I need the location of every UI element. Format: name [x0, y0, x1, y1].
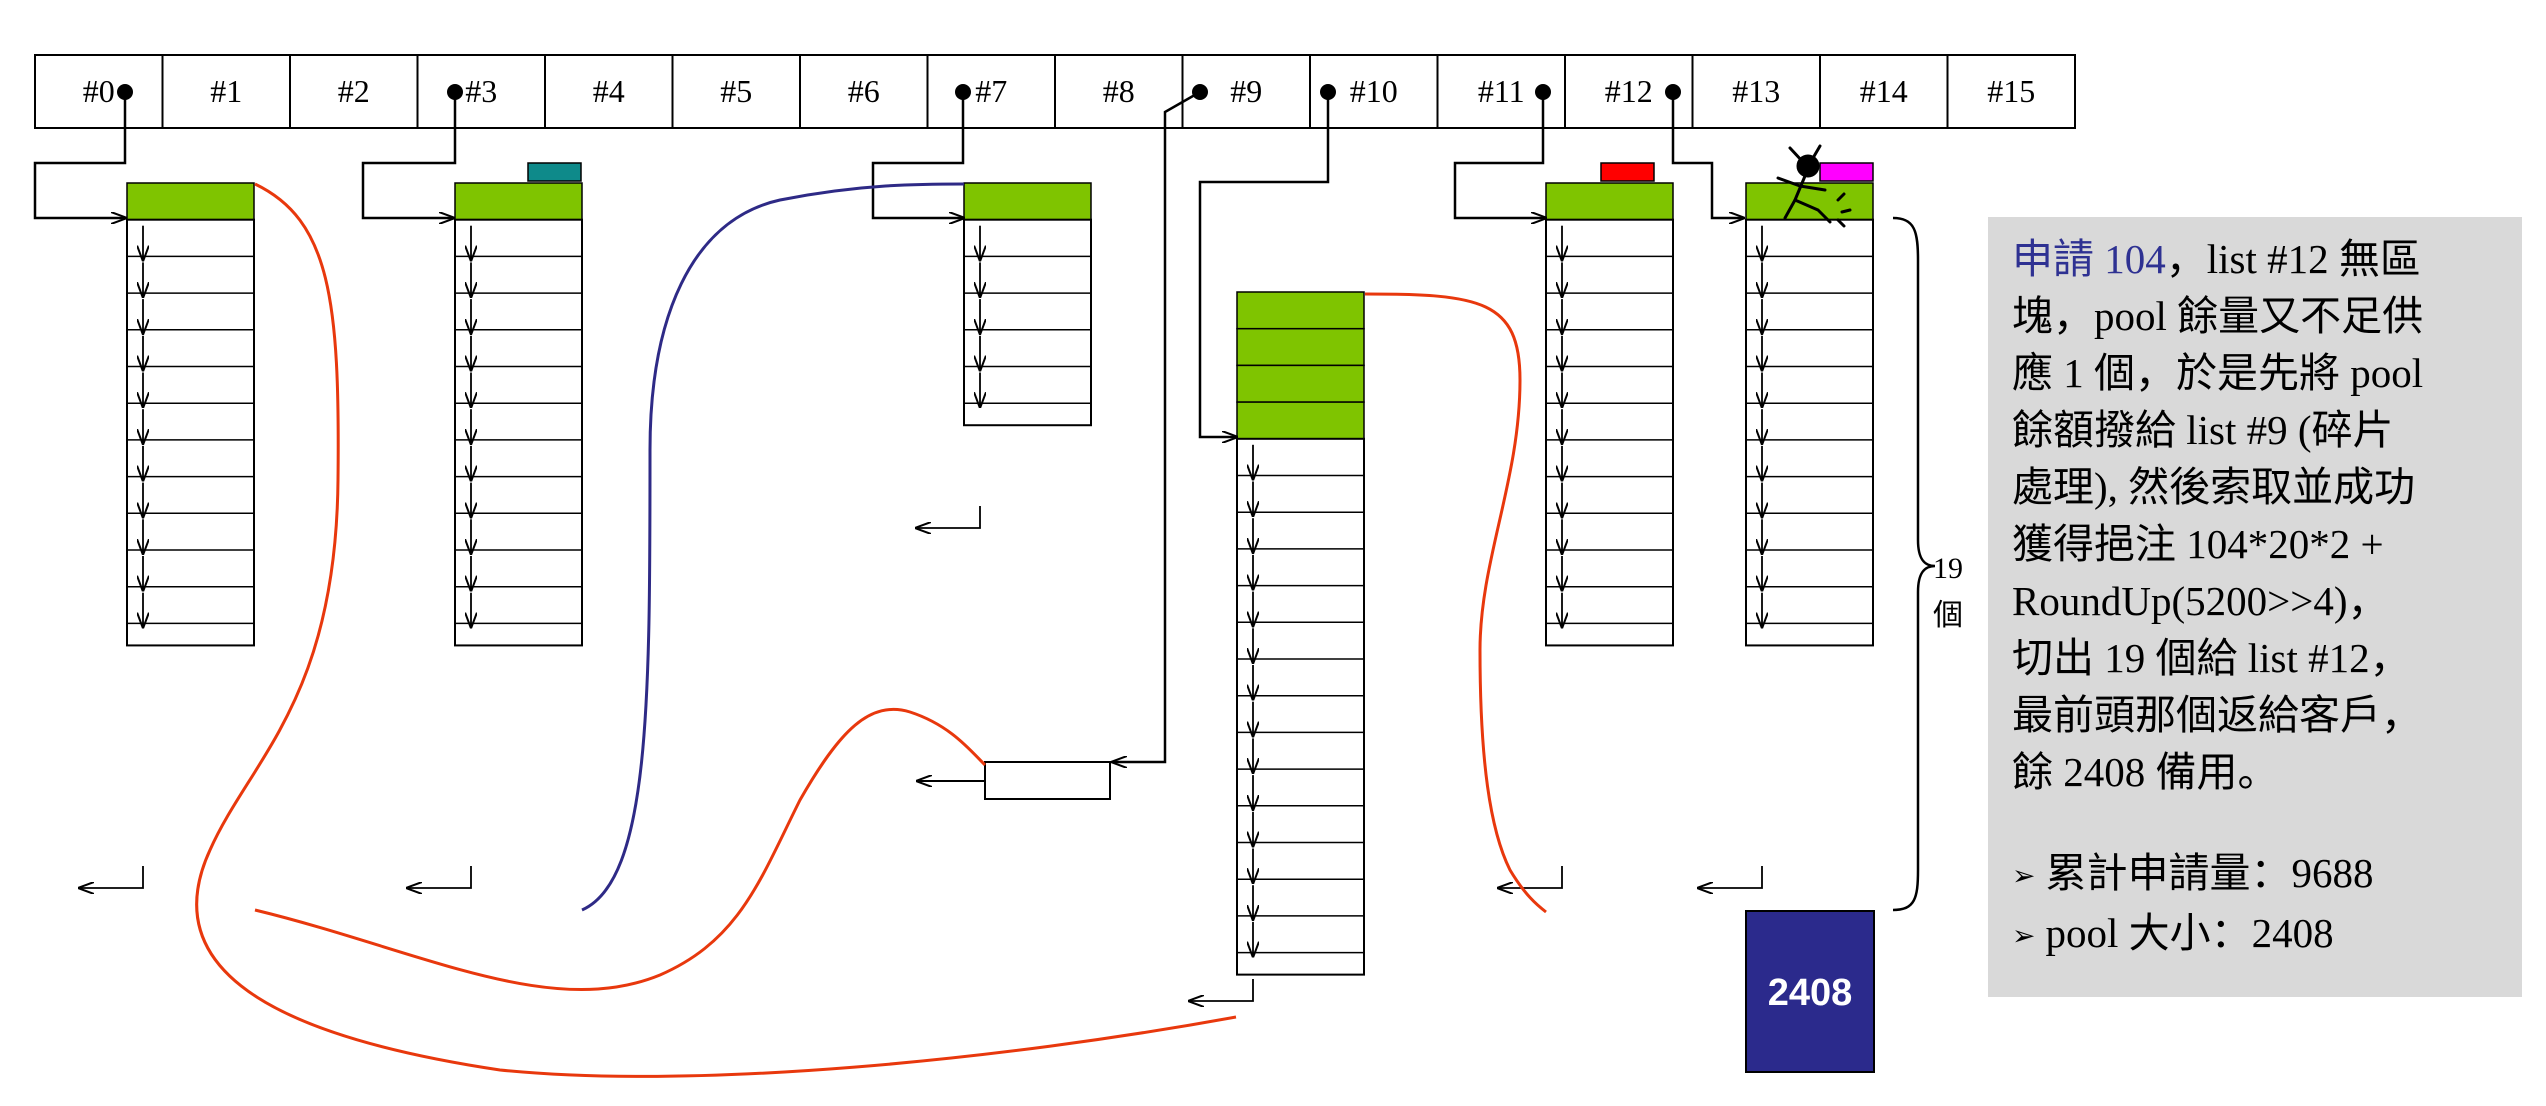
- block-column: [79, 182, 255, 888]
- slot-label: #3: [465, 73, 497, 109]
- free-chunk-stack: [1745, 218, 1874, 647]
- fragment-block: [984, 761, 1111, 800]
- tag-magenta: [1819, 162, 1874, 182]
- explanation-panel: 申請 104，list #12 無區 塊，pool 餘量又不足供 應 1 個，於…: [1988, 217, 2522, 997]
- block-column: [407, 182, 583, 888]
- slot-cell: [1691, 54, 1821, 129]
- info-line-3: 應 1 個，於是先將 pool: [2012, 350, 2424, 396]
- slot-label: #5: [720, 73, 752, 109]
- tag-red: [1600, 162, 1655, 182]
- info-line-1: 申請 104，list #12 無區: [2012, 236, 2421, 282]
- free-list-columns: [79, 182, 1874, 1001]
- info-line-8: 切出 19 個給 list #12，: [2012, 635, 2411, 681]
- tag-teal: [527, 162, 582, 182]
- slot-label: #7: [975, 73, 1007, 109]
- block-column: [916, 182, 1092, 528]
- slot-pointer-dots: [117, 84, 1681, 100]
- slot-label: #13: [1732, 73, 1780, 109]
- slot-label: #8: [1103, 73, 1135, 109]
- slot-label: #14: [1860, 73, 1908, 109]
- slot-cell: [544, 54, 674, 129]
- allocated-chunk: [1236, 291, 1365, 330]
- slot-label: #6: [848, 73, 880, 109]
- chunk-count-brace: [1892, 216, 1936, 912]
- block-column: [1698, 182, 1874, 888]
- null-terminator-arrow: [916, 506, 981, 528]
- allocated-chunk: [454, 182, 583, 221]
- null-terminator-arrow: [407, 866, 472, 888]
- slot-label: #4: [593, 73, 625, 109]
- slot-label: #11: [1478, 73, 1525, 109]
- info-line-2: 塊，pool 餘量又不足供: [2012, 293, 2424, 339]
- red-curve-fragment: [254, 707, 987, 992]
- slot-cell: [416, 54, 546, 129]
- info-line-5: 處理), 然後索取並成功: [2012, 464, 2416, 510]
- slot-label: #0: [83, 73, 115, 109]
- slot-label: #10: [1350, 73, 1398, 109]
- null-terminator-arrow: [1189, 979, 1254, 1001]
- chunk-link-curves: [195, 182, 1547, 1078]
- allocated-chunk: [1236, 327, 1365, 367]
- slot-cell: [161, 54, 291, 129]
- block-column: [1189, 291, 1365, 1001]
- info-line-6: 獲得挹注 104*20*2 +: [2012, 521, 2384, 567]
- slot-cell: [1819, 54, 1949, 129]
- chunk-count-unit: 個: [1933, 599, 1963, 632]
- free-list-array: #0 #1 #2 #3 #4 #5 #6 #7 #8 #9 #10 #11 #12 #13 #14 #15: [34, 54, 2076, 129]
- info-line-9: 最前頭那個返給客戶，: [2012, 692, 2422, 738]
- null-terminator-arrow: [1698, 866, 1763, 888]
- slot-label: #9: [1230, 73, 1262, 109]
- slot-cell: [671, 54, 801, 129]
- free-chunk-stack: [126, 218, 255, 647]
- blue-curve-col3: [581, 182, 965, 912]
- null-terminator-arrow: [1498, 866, 1563, 888]
- request-size: 申請 104: [2012, 236, 2166, 282]
- allocated-chunk: [1236, 364, 1365, 403]
- free-chunk-stack: [1236, 437, 1365, 976]
- block-column: [1498, 182, 1674, 888]
- slot-label: #1: [210, 73, 242, 109]
- allocated-chunk: [126, 182, 255, 221]
- allocated-chunk: [1545, 182, 1674, 221]
- allocated-chunk: [1745, 182, 1874, 221]
- allocated-chunk: [1236, 401, 1365, 440]
- slot-cell: [1054, 54, 1184, 129]
- slot-cell: [34, 54, 164, 129]
- pool-block: [1745, 910, 1875, 1073]
- free-chunk-stack: [963, 218, 1092, 427]
- stat-total-requested: 累計申請量：9688: [2012, 845, 2512, 905]
- slot-cell: [1946, 54, 2076, 129]
- pool-size-label: 2408: [1768, 972, 1853, 1014]
- free-chunk-stack: [1545, 218, 1674, 647]
- info-line-4: 餘額撥給 list #9 (碎片: [2012, 407, 2394, 453]
- free-chunk-stack: [454, 218, 583, 647]
- chunk-count: 19: [1933, 552, 1963, 585]
- info-line-10: 餘 2408 備用。: [2012, 749, 2279, 795]
- red-curve-col0: [195, 182, 1237, 1078]
- null-terminator-arrow: [79, 866, 144, 888]
- slot-cell: [926, 54, 1056, 129]
- red-curve-col11: [1364, 292, 1547, 914]
- slot-label: #12: [1605, 73, 1653, 109]
- info-line-7: RoundUp(5200>>4)，: [2012, 578, 2389, 624]
- slot-pointers: [33, 90, 1744, 762]
- slot-label: #2: [338, 73, 370, 109]
- stat-pool-size: pool 大小：2408: [2012, 905, 2512, 965]
- allocated-chunk: [963, 182, 1092, 221]
- stick-figure-icon: [1776, 144, 1852, 228]
- slot-label: #15: [1987, 73, 2035, 109]
